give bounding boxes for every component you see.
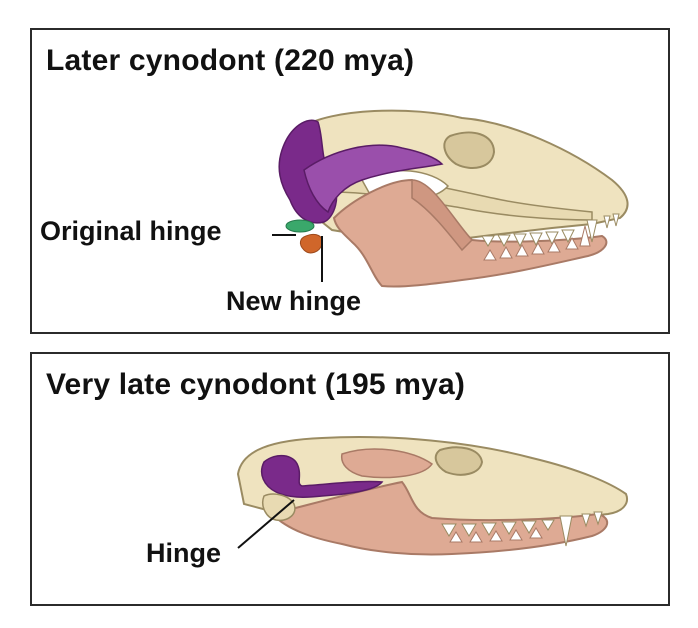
ear-region — [262, 493, 296, 522]
orbit — [434, 446, 484, 476]
panel-title: Very late cynodont (195 mya) — [46, 368, 466, 401]
later-cynodont-skull-illustration — [272, 109, 629, 288]
panel-title: Later cynodont (220 mya) — [46, 44, 415, 77]
very-late-cynodont-skull-illustration — [236, 436, 628, 556]
lower-teeth — [483, 225, 591, 261]
orbit — [443, 131, 496, 169]
new-hinge-label: New hinge — [226, 286, 362, 316]
original-hinge-marker — [285, 219, 315, 233]
hinge-label: Hinge — [146, 538, 222, 568]
upper-teeth — [441, 511, 603, 547]
upper-teeth — [481, 213, 620, 248]
coronoid-process — [411, 179, 474, 252]
dentary-jaw — [270, 480, 608, 556]
temporal-fenestra — [340, 448, 434, 479]
very-late-cynodont-panel: Very late cynodont (195 mya) Hinge — [30, 352, 670, 606]
new-hinge-marker — [299, 233, 323, 254]
squamosal-hinge — [260, 454, 384, 498]
lower-teeth — [449, 527, 543, 543]
later-cynodont-panel: Later cynodont (220 mya) — [30, 28, 670, 334]
original-hinge-label: Original hinge — [40, 216, 222, 246]
squamosal-extension — [303, 144, 444, 214]
hinge-leader — [237, 499, 295, 549]
